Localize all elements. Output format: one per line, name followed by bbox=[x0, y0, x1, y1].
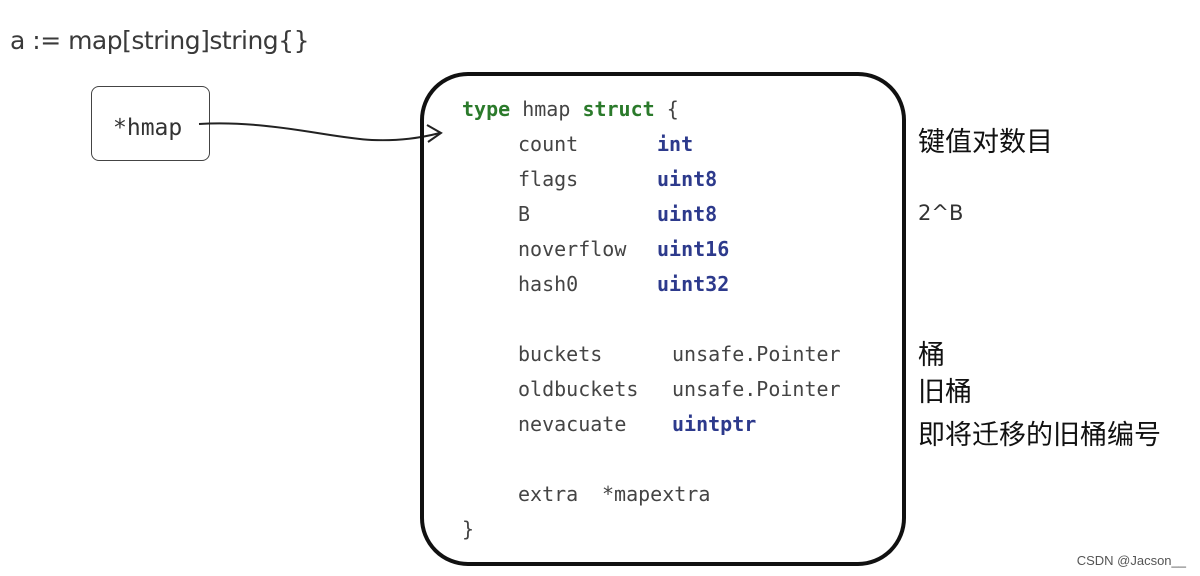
pointer-arrow-line bbox=[198, 122, 441, 142]
annotation-b: 2^B bbox=[918, 201, 964, 225]
open-brace: { bbox=[666, 97, 679, 121]
field-name: noverflow bbox=[518, 237, 627, 261]
field-name: oldbuckets bbox=[518, 377, 639, 401]
watermark: CSDN @Jacson__ bbox=[1076, 553, 1186, 568]
annotation-buckets: 桶 bbox=[918, 340, 945, 371]
field-type: uint8 bbox=[657, 202, 718, 226]
field-type: uint16 bbox=[657, 237, 730, 261]
field-name: nevacuate bbox=[518, 412, 627, 436]
type-keyword: type bbox=[462, 97, 511, 121]
field-type: unsafe.Pointer bbox=[672, 342, 841, 366]
hmap-struct-box bbox=[420, 72, 906, 566]
field-name: buckets bbox=[518, 342, 603, 366]
field-name: hash0 bbox=[518, 272, 579, 296]
annotation-oldbuckets: 旧桶 bbox=[918, 377, 972, 408]
field-type: unsafe.Pointer bbox=[672, 377, 841, 401]
annotation-count: 键值对数目 bbox=[918, 127, 1053, 158]
field-name: B bbox=[518, 202, 531, 226]
pointer-label: *hmap bbox=[113, 115, 183, 141]
struct-declaration: type hmap struct { bbox=[462, 97, 679, 121]
struct-name: hmap bbox=[522, 97, 571, 121]
map-declaration-text: a := map[string]string{} bbox=[10, 26, 309, 55]
arrow-head-icon bbox=[426, 124, 443, 143]
field-type: uintptr bbox=[672, 412, 757, 436]
struct-keyword: struct bbox=[582, 97, 655, 121]
field-name: flags bbox=[518, 167, 579, 191]
field-name: count bbox=[518, 132, 579, 156]
close-brace: } bbox=[462, 517, 475, 541]
field-type: uint32 bbox=[657, 272, 730, 296]
annotation-nevacuate: 即将迁移的旧桶编号 bbox=[918, 420, 1161, 451]
field-type: *mapextra bbox=[602, 482, 711, 506]
field-name: extra bbox=[518, 482, 579, 506]
field-type: uint8 bbox=[657, 167, 718, 191]
field-type: int bbox=[657, 132, 694, 156]
